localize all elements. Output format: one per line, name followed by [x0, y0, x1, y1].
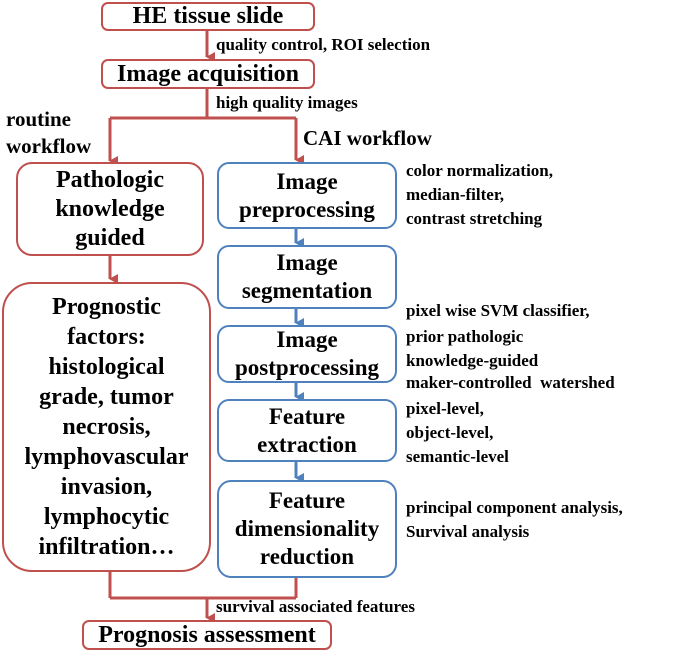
- note-line: object-level,: [406, 423, 494, 442]
- note-line: median-filter,: [406, 185, 505, 204]
- note-postprocessing: prior pathologic knowledge-guided: [406, 325, 538, 373]
- branch-label-line: routine: [6, 107, 71, 131]
- note-line: pixel-level,: [406, 399, 484, 418]
- node-prognostic-factors: Prognostic factors: histological grade, …: [2, 282, 211, 572]
- node-label: Prognosis assessment: [98, 621, 316, 648]
- note-preprocessing: color normalization, median-filter, cont…: [406, 159, 553, 231]
- node-line: preprocessing: [239, 196, 375, 222]
- node-line: postprocessing: [235, 355, 379, 380]
- node-line: histological: [48, 354, 165, 380]
- branch-label-line: workflow: [6, 134, 92, 158]
- node-he-tissue-slide: HE tissue slide: [101, 2, 315, 31]
- node-line: Image: [276, 168, 338, 194]
- node-line: necrosis,: [62, 414, 151, 440]
- node-line: factors:: [67, 324, 146, 350]
- node-image-acquisition: Image acquisition: [101, 59, 315, 89]
- node-image-postprocessing: Image postprocessing: [217, 325, 397, 383]
- node-line: lymphovascular: [24, 444, 189, 470]
- edge-label-quality-control: quality control, ROI selection: [216, 35, 431, 54]
- note-line: semantic-level: [406, 447, 509, 466]
- note-line: maker-controlled watershed: [406, 373, 615, 392]
- node-feature-extraction: Feature extraction: [217, 399, 397, 462]
- note-line: prior pathologic: [406, 327, 524, 346]
- note-line: color normalization,: [406, 161, 553, 180]
- node-image-preprocessing: Image preprocessing: [217, 162, 397, 229]
- node-image-segmentation: Image segmentation: [217, 245, 397, 309]
- edge-label-survival-features: survival associated features: [216, 597, 415, 616]
- note-line: contrast stretching: [406, 209, 543, 228]
- node-line: Image: [276, 250, 338, 275]
- note-line: principal component analysis,: [406, 498, 623, 517]
- branch-label-routine-workflow: routine workflow: [6, 106, 91, 160]
- node-line: Pathologic: [55, 166, 164, 193]
- node-label: HE tissue slide: [132, 3, 284, 29]
- node-line: infiltration…: [38, 534, 175, 560]
- node-line: dimensionality: [234, 516, 380, 541]
- node-label: Image acquisition: [116, 60, 299, 87]
- node-line: lymphocytic: [43, 504, 170, 530]
- note-line: pixel wise SVM classifier,: [406, 301, 590, 320]
- node-line: Prognostic: [52, 294, 161, 320]
- node-line: extraction: [257, 431, 357, 457]
- note-dimensionality-reduction: principal component analysis, Survival a…: [406, 496, 623, 544]
- node-line: guided: [75, 224, 145, 251]
- edge-label-high-quality-images: high quality images: [216, 93, 358, 112]
- note-line: Survival analysis: [406, 522, 530, 541]
- node-line: invasion,: [60, 474, 153, 500]
- node-line: segmentation: [241, 278, 373, 303]
- note-line: knowledge-guided: [406, 351, 539, 370]
- node-pathologic-knowledge: Pathologic knowledge guided: [16, 162, 204, 256]
- branch-label-cai-workflow: CAI workflow: [303, 126, 432, 150]
- node-line: reduction: [259, 544, 355, 569]
- node-line: knowledge: [55, 195, 165, 222]
- node-feature-dimensionality-reduction: Feature dimensionality reduction: [217, 480, 397, 578]
- node-line: Feature: [268, 488, 346, 513]
- node-prognosis-assessment: Prognosis assessment: [82, 620, 332, 650]
- note-feature-extraction: pixel-level, object-level, semantic-leve…: [406, 397, 509, 469]
- node-line: grade, tumor: [39, 384, 174, 410]
- node-line: Image: [276, 327, 338, 352]
- node-line: Feature: [268, 403, 346, 429]
- note-segmentation: pixel wise SVM classifier, maker-control…: [406, 251, 615, 443]
